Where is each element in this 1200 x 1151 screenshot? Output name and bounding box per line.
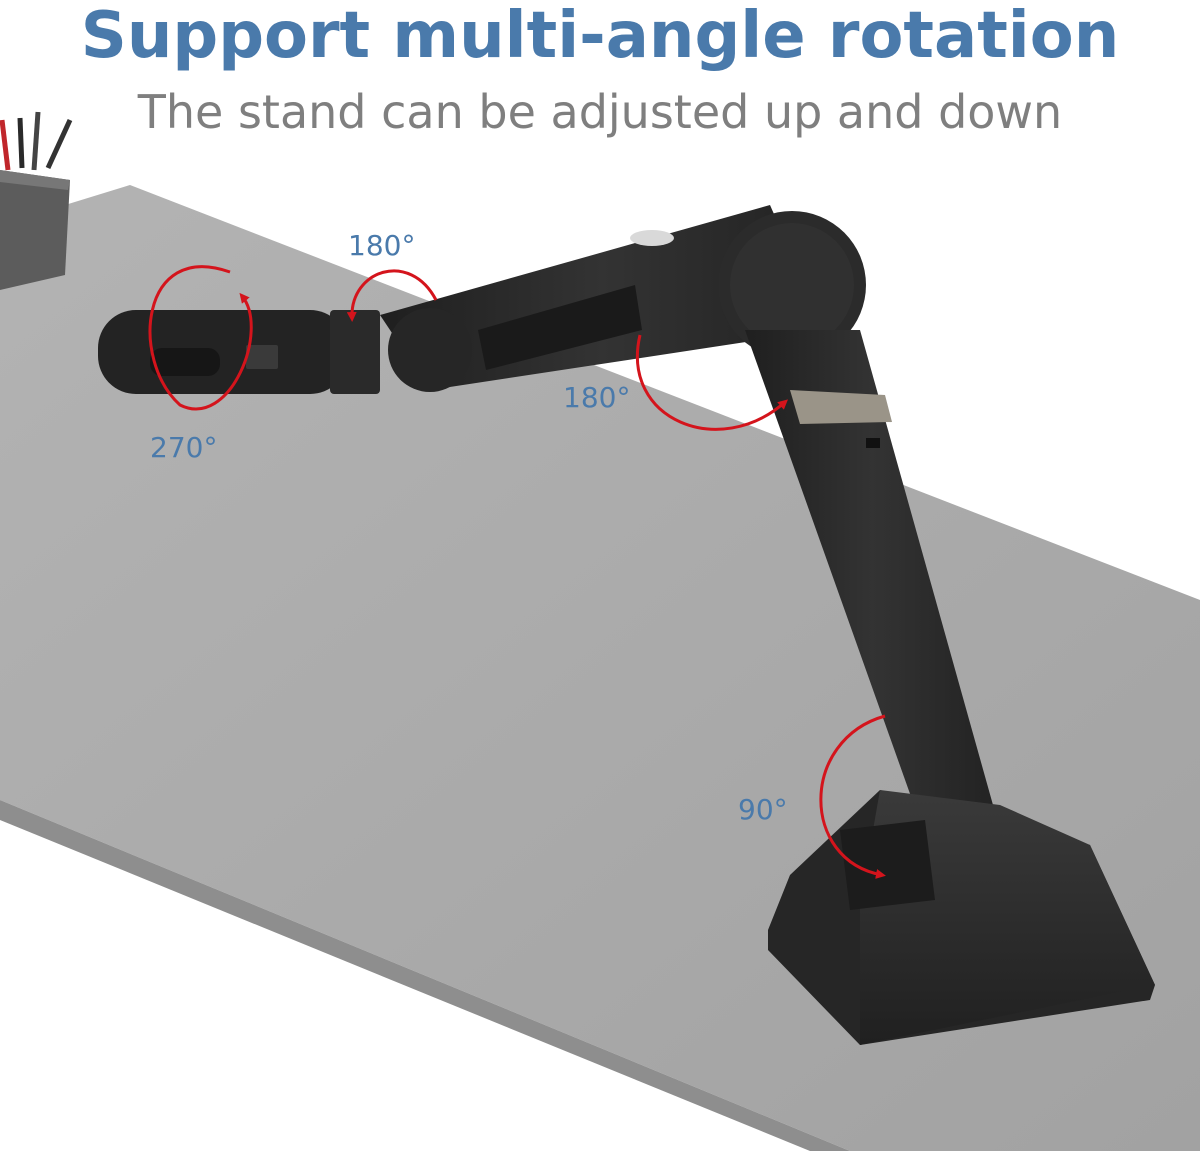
- angle-label-base-joint: 90°: [738, 793, 788, 826]
- subline: The stand can be adjusted up and down: [137, 85, 1063, 139]
- rotation-arrow-90: [819, 714, 886, 879]
- rotation-arrow-270: [148, 265, 253, 411]
- rotation-arrow-180-elbow: [636, 334, 788, 431]
- stand-base: [768, 790, 1155, 1045]
- rotation-arrow-180-head: [346, 269, 438, 322]
- angle-label-camera-head: 270°: [150, 431, 218, 464]
- elbow-joint: [718, 211, 866, 359]
- upper-arm: [380, 205, 825, 392]
- angle-label-head-joint: 180°: [348, 229, 416, 262]
- rotation-arrows: [148, 265, 886, 879]
- lower-arm: [745, 330, 1000, 850]
- pen-holder: [0, 111, 73, 290]
- angle-label-elbow-joint: 180°: [563, 381, 631, 414]
- headline: Support multi-angle rotation: [80, 0, 1120, 73]
- camera-head: [98, 310, 380, 394]
